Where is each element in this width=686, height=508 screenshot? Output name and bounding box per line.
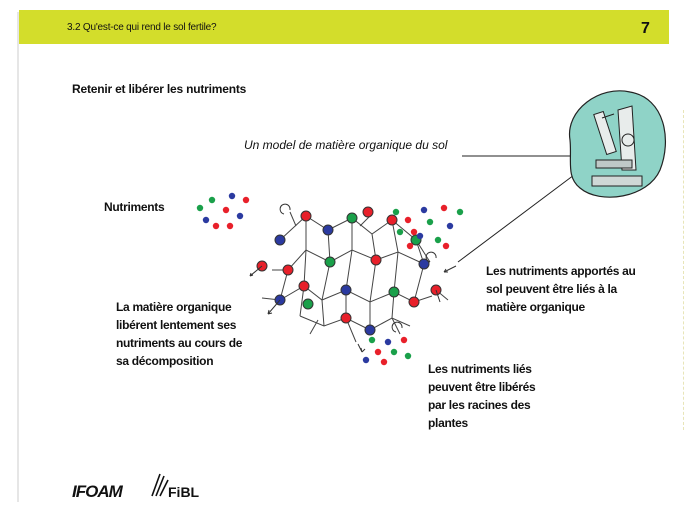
- label-line: peuvent être libérés: [428, 380, 536, 394]
- release-arrows: [249, 203, 457, 353]
- organic-matter-network: [261, 211, 449, 343]
- slide-header: 3.2 Qu'est-ce qui rend le sol fertile? 7: [19, 10, 669, 44]
- label-nutrients-linked: Les nutriments liés peuvent être libérés…: [428, 360, 536, 432]
- label-line: par les racines des: [428, 398, 531, 412]
- label-line: libérent lentement ses: [116, 318, 237, 332]
- label-organic-release: La matière organique libérent lentement …: [116, 298, 242, 370]
- page-number: 7: [641, 20, 650, 37]
- label-line: matière organique: [486, 300, 585, 314]
- ifoam-logo: IFOAM: [72, 482, 123, 501]
- model-caption: Un model de matière organique du sol: [244, 138, 448, 152]
- label-line: plantes: [428, 416, 468, 430]
- label-nutrients-brought: Les nutriments apportés au sol peuvent ê…: [486, 262, 636, 316]
- fibl-logo: FiBL: [168, 484, 200, 500]
- header-title: 3.2 Qu'est-ce qui rend le sol fertile?: [67, 22, 217, 33]
- label-line: Les nutriments apportés au: [486, 264, 636, 278]
- microscope-pointer-line: [457, 171, 579, 263]
- label-line: sol peuvent être liés à la: [486, 282, 617, 296]
- free-nutrients-right: [392, 204, 464, 250]
- label-line: nutriments au cours de: [116, 336, 243, 350]
- label-line: Les nutriments liés: [428, 362, 532, 376]
- section-title: Retenir et libérer les nutriments: [72, 82, 247, 96]
- microscope-icon: [568, 90, 666, 198]
- right-border: [683, 110, 685, 430]
- free-nutrients-left: [196, 192, 250, 230]
- left-border: [17, 12, 19, 502]
- fibl-logo-mark: [151, 473, 169, 497]
- label-line: sa décomposition: [116, 354, 214, 368]
- released-nutrients-bottom: [362, 336, 412, 366]
- bound-nutrient-nodes: [256, 206, 442, 336]
- label-line: La matière organique: [116, 300, 232, 314]
- label-nutrients: Nutriments: [104, 200, 165, 214]
